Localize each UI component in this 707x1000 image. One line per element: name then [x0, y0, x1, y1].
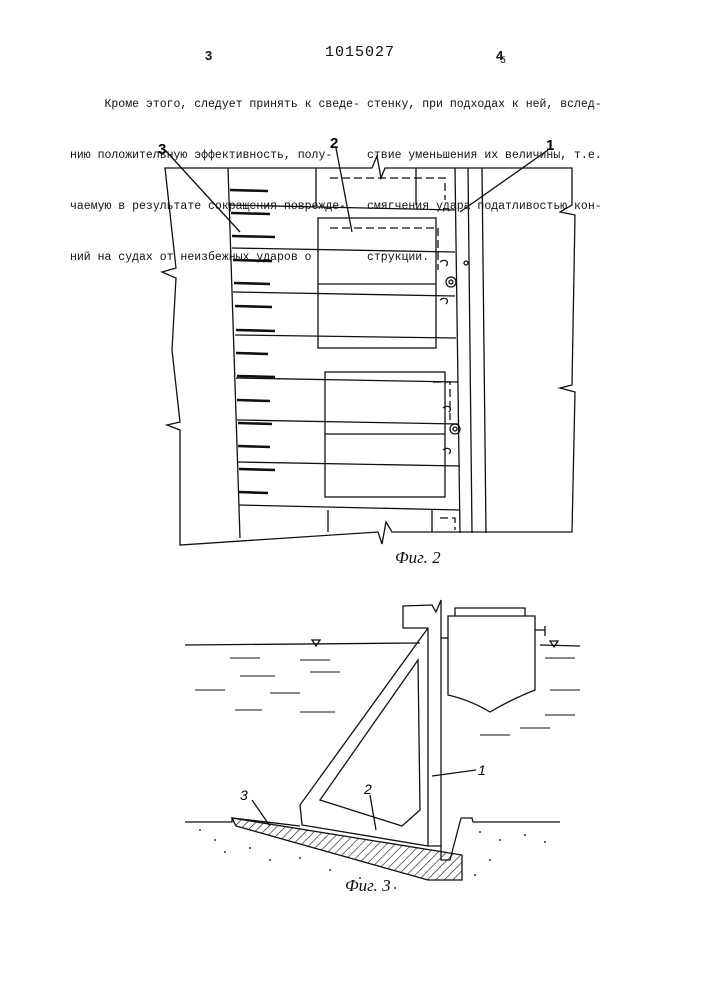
figure-3-caption: Фиг. 3	[345, 876, 391, 896]
fig2-label-2: 2	[330, 135, 338, 152]
figure-2-drawing	[162, 148, 575, 545]
fig3-label-1: 1	[478, 762, 486, 778]
fig3-label-2: 2	[363, 781, 372, 797]
fig2-label-1: 1	[546, 137, 554, 154]
figure-2-caption: Фиг. 2	[395, 548, 441, 568]
figure-3-drawing	[185, 600, 580, 880]
fig2-label-3: 3	[158, 141, 166, 158]
fig3-label-3: 3	[240, 787, 248, 803]
